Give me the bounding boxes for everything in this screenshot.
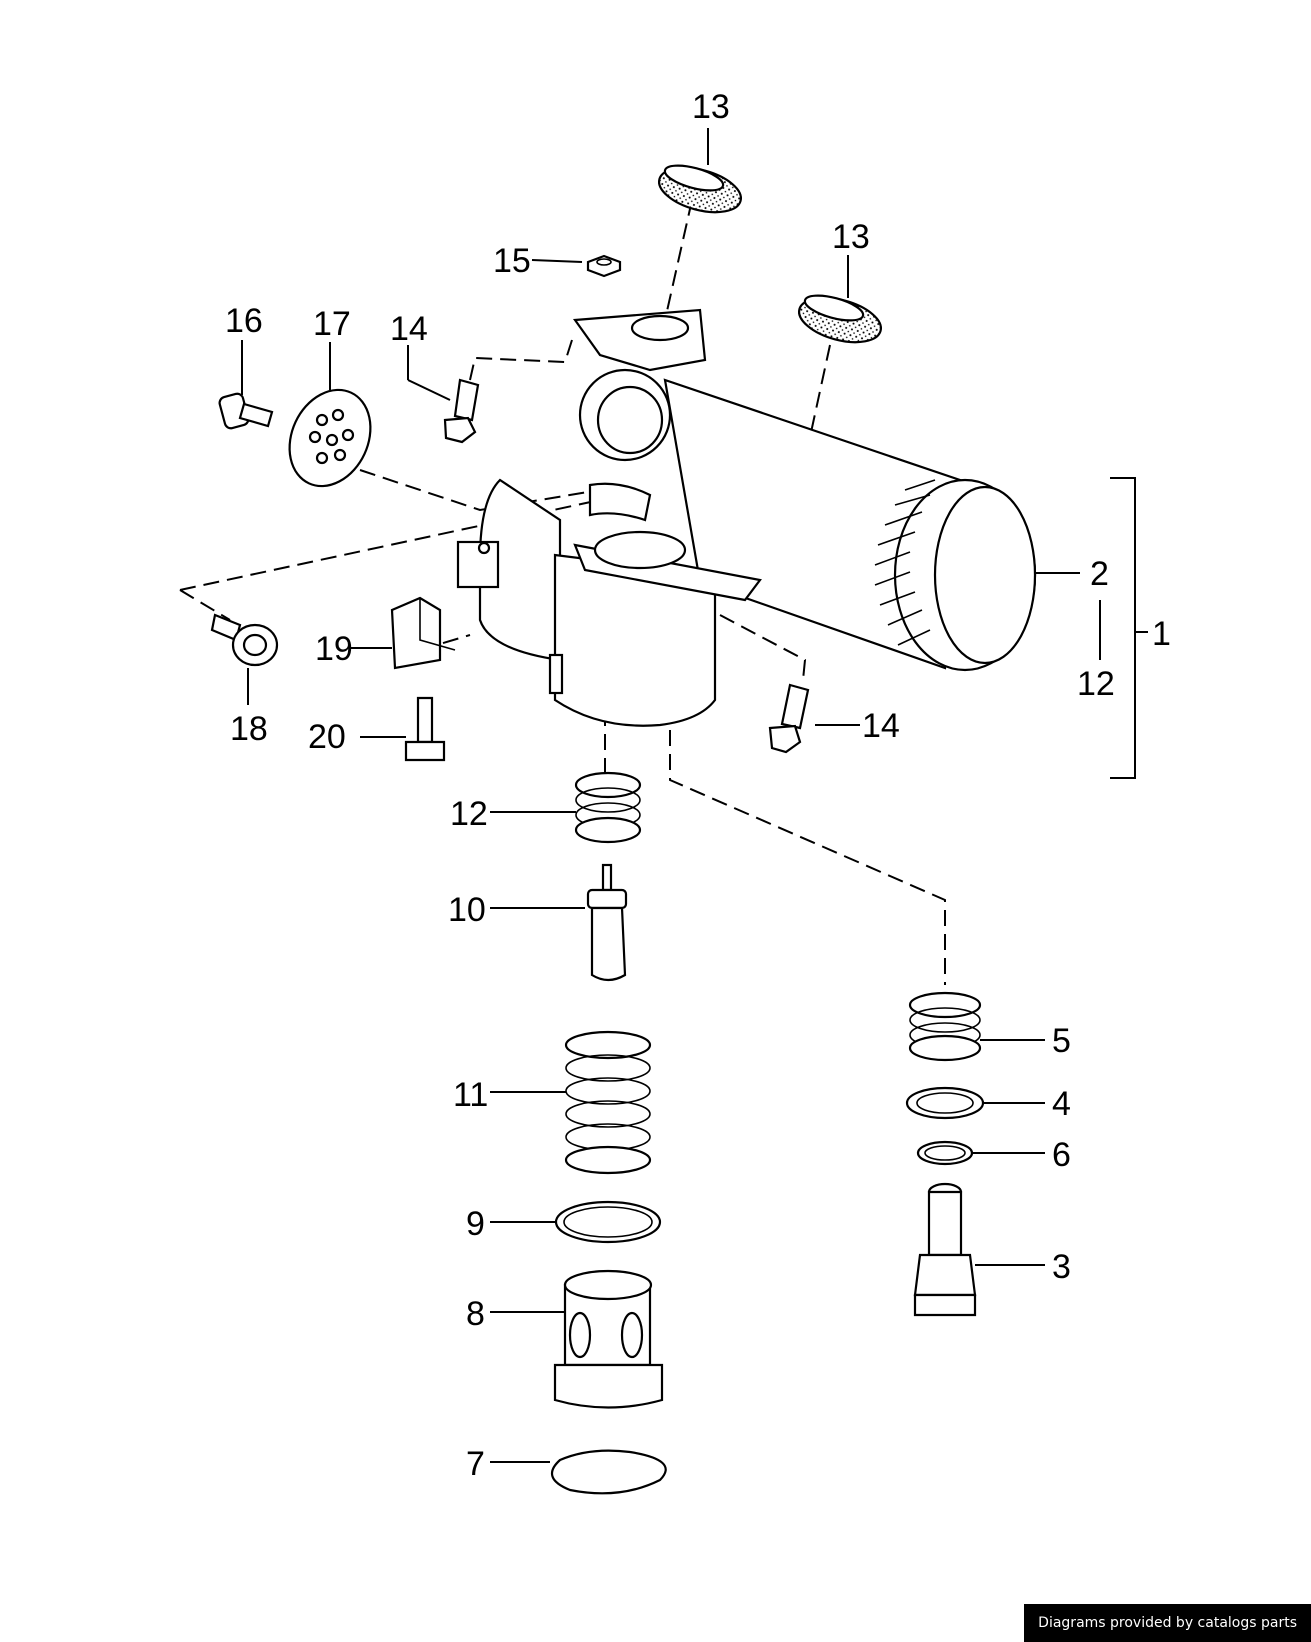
- callout-7: 7: [466, 1445, 485, 1483]
- circlip-7: [550, 1449, 667, 1495]
- callout-16: 16: [225, 302, 263, 340]
- callout-2: 2: [1090, 555, 1109, 593]
- callout-13-top: 13: [692, 88, 730, 126]
- callout-17: 17: [313, 305, 351, 343]
- callout-6: 6: [1052, 1136, 1071, 1174]
- callout-10: 10: [448, 891, 486, 929]
- callout-19: 19: [315, 630, 353, 668]
- callout-14-right: 14: [862, 707, 900, 745]
- spring-small: [574, 771, 642, 844]
- spring-5: [908, 991, 982, 1062]
- o-ring-9: [554, 1200, 662, 1244]
- thermostat-element: [586, 863, 628, 982]
- o-ring-6: [916, 1140, 974, 1166]
- seal-ring-right: [798, 294, 882, 344]
- callout-13-right: 13: [832, 218, 870, 256]
- bolt-right: [768, 683, 810, 754]
- callout-12-housing: 12: [1077, 665, 1115, 703]
- callout-labels: 13 13 15 16 17 14 2 12 1 19 18 20 14 12 …: [225, 88, 1171, 1483]
- callout-20: 20: [308, 718, 346, 756]
- callout-4: 4: [1052, 1085, 1071, 1123]
- oil-filter-cartridge: [663, 378, 1037, 672]
- piston-8: [553, 1269, 664, 1409]
- screen: [288, 388, 372, 488]
- screw: [218, 392, 274, 430]
- credit-banner: Diagrams provided by catalogs parts: [1024, 1604, 1311, 1642]
- leader-lines: [241, 128, 1148, 1463]
- callout-18: 18: [230, 710, 268, 748]
- callout-9: 9: [466, 1205, 485, 1243]
- callout-12-spring: 12: [450, 795, 488, 833]
- callout-5: 5: [1052, 1022, 1071, 1060]
- bracket: [390, 596, 456, 670]
- callout-3: 3: [1052, 1248, 1071, 1286]
- callout-1: 1: [1152, 615, 1171, 653]
- plug-screw-3: [913, 1182, 977, 1317]
- callout-11: 11: [453, 1076, 488, 1114]
- bolt-left: [443, 378, 480, 444]
- callout-8: 8: [466, 1295, 485, 1333]
- seal-ring-top: [658, 164, 742, 214]
- banjo-bolt: [210, 613, 279, 667]
- callout-15: 15: [493, 242, 531, 280]
- callout-14-left: 14: [390, 310, 428, 348]
- spring-large: [564, 1030, 652, 1175]
- small-bolt: [404, 696, 446, 762]
- nut: [586, 254, 622, 278]
- filter-housing: [456, 308, 762, 727]
- sealing-ring-4: [905, 1086, 985, 1120]
